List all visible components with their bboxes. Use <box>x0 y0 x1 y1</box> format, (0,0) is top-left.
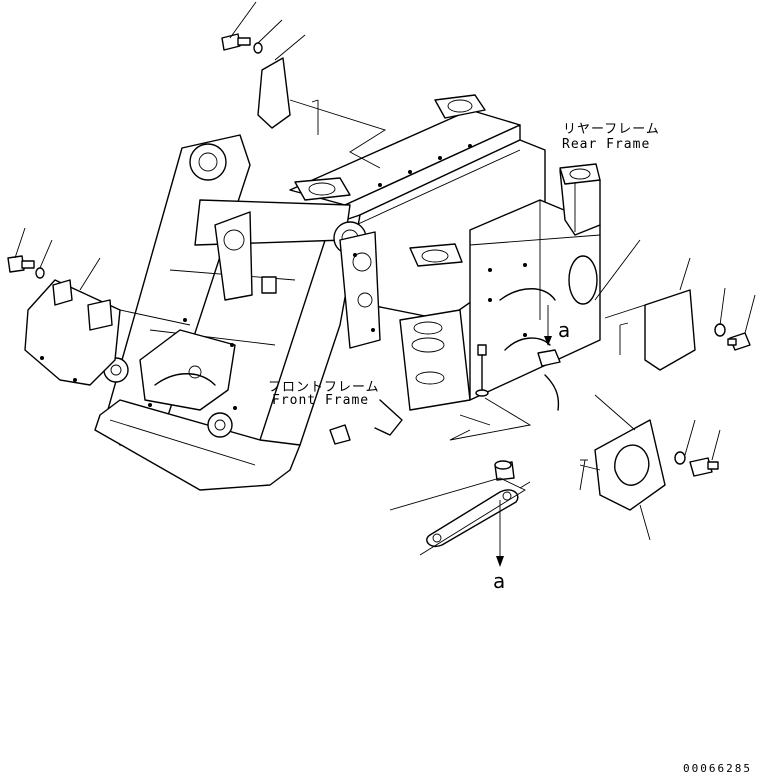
rear-frame-label-jp: リヤーフレーム <box>563 122 660 137</box>
drawing-code: 00066285 <box>683 762 752 775</box>
front-frame-label-jp: フロントフレーム <box>268 380 380 395</box>
articulation-joint <box>329 309 471 445</box>
cover-plate-right-upper <box>594 239 756 371</box>
cover-plate-top <box>221 1 387 169</box>
rear-frame-label-en: Rear Frame <box>562 137 651 152</box>
lock-link-parts <box>389 305 561 567</box>
ref-label-a-upper: a <box>558 318 571 342</box>
cover-plate-right-lower <box>579 394 721 541</box>
ref-label-a-lower: a <box>493 569 506 593</box>
front-frame <box>94 134 381 491</box>
rear-frame <box>289 94 601 401</box>
cover-plate-left <box>7 227 191 386</box>
front-frame-label-en: Front Frame <box>272 393 370 408</box>
